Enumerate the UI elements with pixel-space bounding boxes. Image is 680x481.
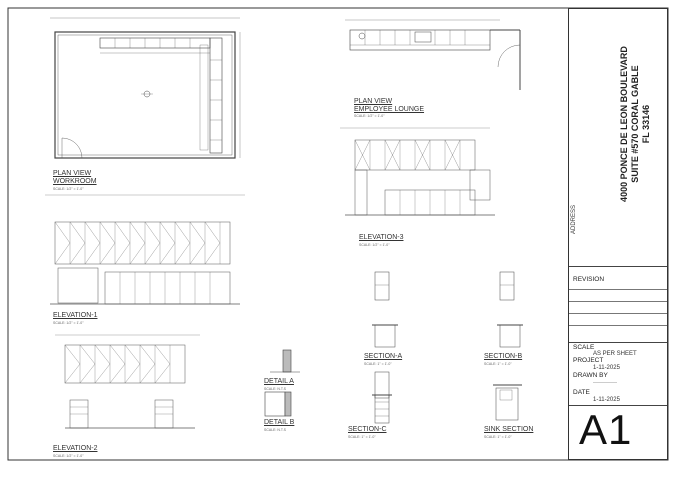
address-line-1: 4000 PONCE DE LEON BOULEVARD (619, 46, 629, 202)
view-title-section-c: SECTION-C (348, 426, 387, 433)
revision-row-line (569, 325, 667, 326)
view-title-detail-b: DETAIL B (264, 419, 295, 426)
title-block: 4000 PONCE DE LEON BOULEVARD SUITE #570 … (568, 8, 668, 460)
view-title-plan-workroom: PLAN VIEW WORKROOM (53, 170, 97, 185)
revision-row-line (569, 289, 667, 290)
revision-row-line (569, 313, 667, 314)
date-label: DATE (573, 389, 590, 396)
revision-panel: REVISION (569, 266, 667, 342)
revision-label: REVISION (573, 276, 605, 283)
project-value: 1-11-2025 (593, 365, 620, 371)
view-title-sink-section: SINK SECTION (484, 426, 534, 433)
drawn-by-panel: DRAWN BY —————— (569, 372, 667, 387)
plan-workroom-drawing (50, 17, 241, 159)
project-label: PROJECT (573, 357, 604, 364)
section-a-drawing (372, 271, 398, 348)
view-scale-detail-a: SCALE: N.T.S (264, 387, 286, 391)
view-scale-section-a: SCALE: 1" = 1'-0" (364, 362, 392, 366)
section-b-drawing (497, 271, 523, 348)
view-scale-elevation-2: SCALE: 1/2" = 1'-0" (53, 454, 84, 458)
view-title-section-a: SECTION-A (364, 353, 403, 360)
view-title-elevation-3: ELEVATION-3 (359, 234, 404, 241)
view-title-detail-a: DETAIL A (264, 378, 294, 385)
view-scale-elevation-1: SCALE: 1/2" = 1'-0" (53, 321, 84, 325)
project-panel: PROJECT 1-11-2025 (569, 357, 667, 372)
view-scale-detail-b: SCALE: N.T.S (264, 428, 286, 432)
revision-row-line (569, 301, 667, 302)
drawn-by-value: —————— (593, 379, 617, 384)
sheet-number: A1 (579, 406, 633, 453)
address-line-3: FL 33146 (641, 104, 651, 144)
view-scale-sink-section: SCALE: 1" = 1'-0" (484, 435, 512, 439)
view-title-elevation-1: ELEVATION-1 (53, 312, 98, 319)
address-panel: 4000 PONCE DE LEON BOULEVARD SUITE #570 … (569, 9, 667, 264)
date-panel: DATE 1-11-2025 (569, 387, 667, 405)
scale-panel: SCALE AS PER SHEET (569, 342, 667, 357)
scale-value: AS PER SHEET (593, 351, 637, 357)
section-c-drawing (372, 371, 392, 424)
plan-lounge-drawing (345, 19, 521, 90)
view-title-section-b: SECTION-B (484, 353, 523, 360)
sheet-number-panel: A1 (569, 405, 667, 461)
project-address: 4000 PONCE DE LEON BOULEVARD SUITE #570 … (619, 39, 652, 209)
view-scale-section-c: SCALE: 1" = 1'-0" (348, 435, 376, 439)
detail-a-drawing (270, 349, 300, 373)
view-scale-section-b: SCALE: 1" = 1'-0" (484, 362, 512, 366)
address-line-2: SUITE #570 CORAL GABLE (630, 65, 640, 183)
detail-b-drawing (264, 391, 292, 417)
view-title-elevation-2: ELEVATION-2 (53, 445, 98, 452)
elevation-1-drawing (45, 194, 245, 305)
elevation-2-drawing (55, 334, 200, 429)
address-label: ADDRESS (571, 204, 577, 234)
view-scale-plan-workroom: SCALE: 1/2" = 1'-0" (53, 187, 84, 191)
view-scale-elevation-3: SCALE: 1/2" = 1'-0" (359, 243, 390, 247)
view-scale-plan-lounge: SCALE: 1/2" = 1'-0" (354, 114, 385, 118)
scale-label: SCALE (573, 344, 595, 351)
date-value: 1-11-2025 (593, 397, 620, 403)
view-title-plan-lounge: PLAN VIEW EMPLOYEE LOUNGE (354, 98, 425, 113)
elevation-3-drawing (340, 127, 495, 216)
sink-section-drawing (493, 384, 522, 421)
drawn-by-label: DRAWN BY (573, 372, 608, 379)
